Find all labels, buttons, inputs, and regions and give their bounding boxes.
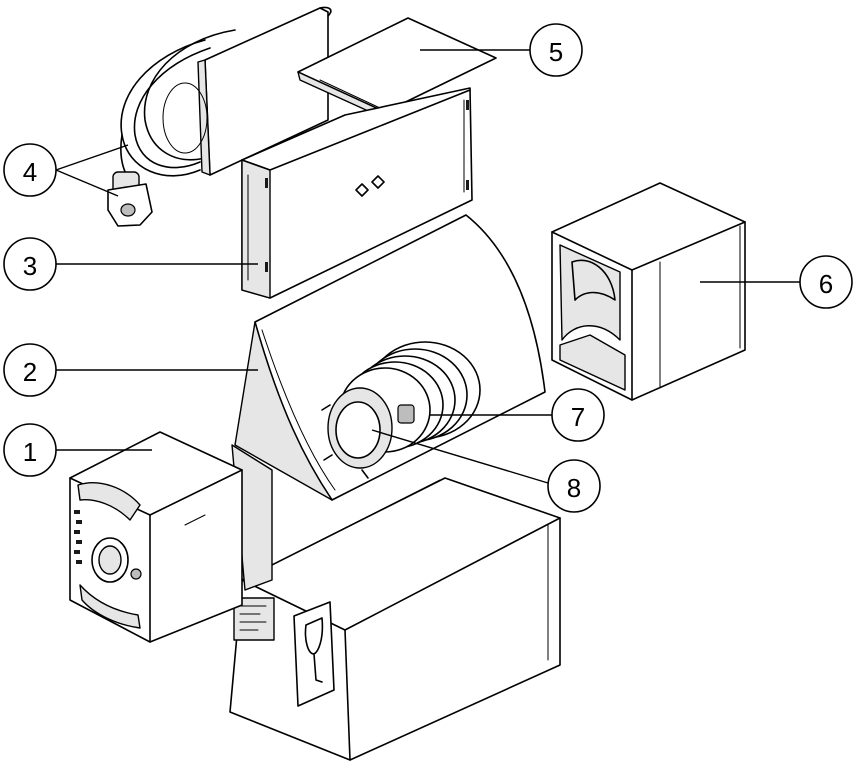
callout-5: 5 (530, 24, 582, 76)
tray-slot-a (265, 178, 268, 188)
callout-1: 1 (4, 424, 56, 476)
callout-2: 2 (4, 344, 56, 396)
callout-3: 3 (4, 238, 56, 290)
callout-6: 6 (800, 256, 852, 308)
callout-2-label: 2 (23, 357, 37, 387)
box-body (230, 478, 560, 760)
callout-8-label: 8 (567, 473, 581, 503)
tray-slot-d (466, 180, 469, 190)
nozzle-opening (121, 204, 135, 216)
unit-port-inner (99, 546, 121, 574)
unit-screw (131, 569, 141, 579)
callout-5-label: 5 (549, 37, 563, 67)
callout-8: 8 (548, 460, 600, 512)
leader-4b (56, 170, 118, 196)
callout-4: 4 (4, 144, 56, 196)
drum-connector (398, 405, 414, 423)
part-6-foam-insert (552, 183, 745, 400)
callout-1-label: 1 (23, 437, 37, 467)
tray-slot-c (466, 100, 469, 110)
main-box (230, 445, 560, 760)
callout-7: 7 (552, 389, 604, 441)
callout-7-label: 7 (571, 402, 585, 432)
callout-4-label: 4 (23, 157, 37, 187)
tray-slot-b (265, 262, 268, 272)
part-1-unit (70, 432, 242, 642)
leader-4a (56, 145, 128, 170)
hose-coil-outer (121, 40, 205, 176)
callout-3-label: 3 (23, 251, 37, 281)
callout-6-label: 6 (819, 269, 833, 299)
